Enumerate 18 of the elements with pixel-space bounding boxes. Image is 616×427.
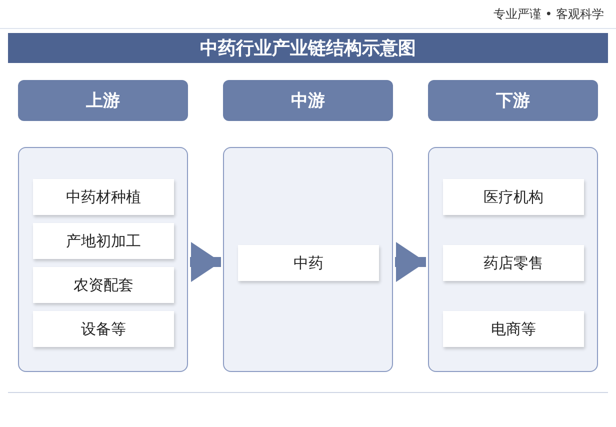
title-band: 中药行业产业链结构示意图 xyxy=(8,33,608,63)
arrow xyxy=(190,242,221,282)
item-box: 中药材种植 xyxy=(33,179,174,215)
item-box: 医疗机构 xyxy=(443,179,584,215)
item-box: 产地初加工 xyxy=(33,223,174,259)
stage-panel xyxy=(223,147,393,372)
stage-panel xyxy=(428,147,598,372)
stage-header: 中游 xyxy=(223,80,393,121)
item-box: 农资配套 xyxy=(33,267,174,303)
item-box: 电商等 xyxy=(443,311,584,347)
stage-panel xyxy=(18,147,188,372)
stage-header: 下游 xyxy=(428,80,598,121)
slogan-text: 专业严谨 • 客观科学 xyxy=(493,6,604,23)
item-box: 中药 xyxy=(238,245,379,281)
item-box: 设备等 xyxy=(33,311,174,347)
item-box: 药店零售 xyxy=(443,245,584,281)
arrow xyxy=(395,242,426,282)
stage-header: 上游 xyxy=(18,80,188,121)
